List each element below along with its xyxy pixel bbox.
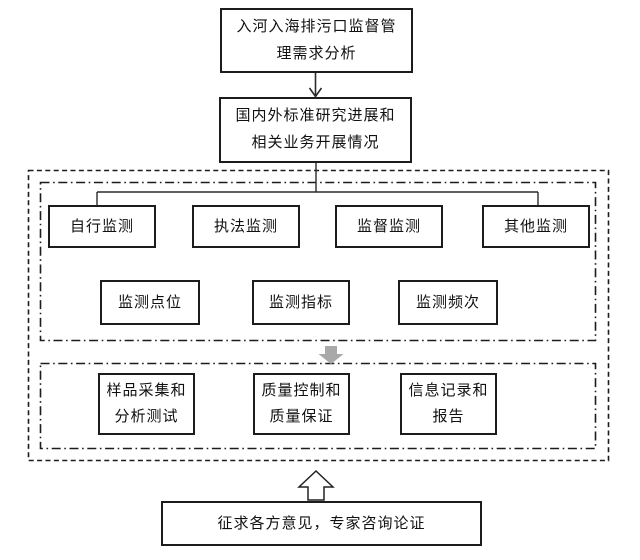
node-standards-research-line1: 国内外标准研究进展和 xyxy=(235,108,396,124)
node-self-monitoring: 自行监测 xyxy=(48,205,156,248)
node-quality-control-line1: 质量控制和 xyxy=(261,383,342,399)
node-supervision-monitoring: 监督监测 xyxy=(335,205,443,248)
node-self-monitoring-label: 自行监测 xyxy=(69,218,134,235)
node-monitoring-sites-label: 监测点位 xyxy=(117,294,182,311)
node-info-recording-line2: 报告 xyxy=(432,409,465,425)
node-demand-analysis: 入河入海排污口监督管 理需求分析 xyxy=(220,8,413,73)
node-enforcement-monitoring: 执法监测 xyxy=(192,205,300,248)
branch-connector xyxy=(96,163,539,206)
node-monitoring-indicators-label: 监测指标 xyxy=(268,294,333,311)
node-monitoring-frequency-label: 监测频次 xyxy=(415,294,480,311)
node-quality-control: 质量控制和 质量保证 xyxy=(253,373,350,435)
node-monitoring-sites: 监测点位 xyxy=(100,280,200,325)
node-demand-analysis-line2: 理需求分析 xyxy=(276,45,357,62)
node-monitoring-frequency: 监测频次 xyxy=(398,280,498,325)
node-standards-research-line2: 相关业务开展情况 xyxy=(251,135,380,151)
node-enforcement-monitoring-label: 执法监测 xyxy=(213,218,278,235)
node-consultation: 征求各方意见，专家咨询论证 xyxy=(161,501,482,546)
gray-block-arrow-icon xyxy=(318,346,344,364)
outer-dashed-container xyxy=(27,169,610,462)
node-standards-research: 国内外标准研究进展和 相关业务开展情况 xyxy=(219,97,412,163)
node-sample-collection-line1: 样品采集和 xyxy=(106,383,187,399)
node-other-monitoring: 其他监测 xyxy=(482,205,590,248)
node-demand-analysis-line1: 入河入海排污口监督管 xyxy=(236,18,397,35)
node-other-monitoring-label: 其他监测 xyxy=(503,218,568,235)
node-info-recording: 信息记录和 报告 xyxy=(400,373,497,435)
node-consultation-label: 征求各方意见，专家咨询论证 xyxy=(217,515,426,532)
node-sample-collection-line2: 分析测试 xyxy=(114,409,179,425)
up-block-arrow-icon xyxy=(297,469,335,501)
node-sample-collection: 样品采集和 分析测试 xyxy=(98,373,195,435)
node-info-recording-line1: 信息记录和 xyxy=(408,383,489,399)
node-supervision-monitoring-label: 监督监测 xyxy=(356,218,421,235)
node-quality-control-line2: 质量保证 xyxy=(269,409,334,425)
down-arrow xyxy=(308,73,323,98)
node-monitoring-indicators: 监测指标 xyxy=(252,280,350,325)
